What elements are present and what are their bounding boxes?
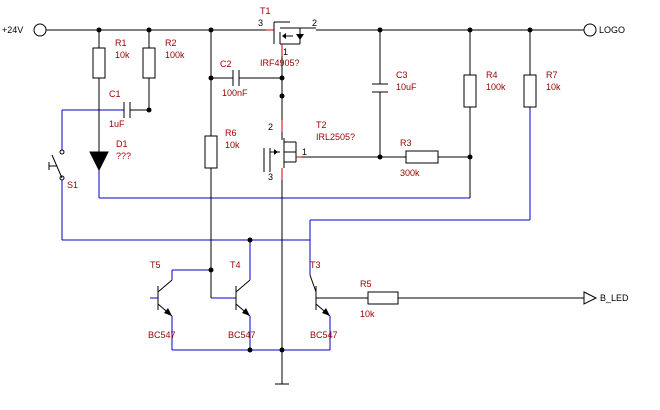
r7-ref: R7 [546, 70, 558, 80]
c1-value: 1uF [109, 119, 125, 129]
t1-pin-drain: 2 [312, 18, 317, 28]
junctions [96, 27, 533, 353]
transistor-t3: T3 BC547 [309, 260, 338, 340]
c2-value: 100nF [222, 88, 248, 98]
capacitor-c3: C3 10uF [372, 70, 417, 93]
resistor-r2: R2 100k [142, 38, 185, 79]
t5-value: BC547 [148, 330, 176, 340]
t3-value: BC547 [310, 330, 338, 340]
terminal-logo: LOGO [583, 23, 625, 37]
terminal-supply: +24V [2, 23, 47, 37]
transistor-t5: T5 BC547 [148, 260, 176, 340]
c3-value: 10uF [396, 82, 417, 92]
r5-ref: R5 [360, 279, 372, 289]
c1-ref: C1 [109, 89, 121, 99]
r2-ref: R2 [165, 38, 177, 48]
r4-ref: R4 [486, 70, 498, 80]
terminal-led: B_LED [583, 291, 629, 305]
switch-s1: S1 [48, 149, 78, 190]
t5-ref: T5 [150, 260, 161, 270]
resistor-r6: R6 10k [204, 128, 240, 169]
t4-value: BC547 [228, 330, 256, 340]
c2-ref: C2 [220, 59, 232, 69]
resistor-r7: R7 10k [523, 70, 561, 108]
d1-ref: D1 [116, 139, 128, 149]
r1-ref: R1 [115, 38, 127, 48]
t2-pin-gate: 1 [302, 147, 307, 157]
d1-value: ??? [116, 151, 131, 161]
t2-value: IRL2505? [316, 132, 355, 142]
terminal-logo-label: LOGO [599, 25, 625, 35]
t2-ref: T2 [316, 120, 327, 130]
resistor-r3: R3 300k [400, 138, 439, 178]
terminal-led-label: B_LED [600, 293, 629, 303]
t4-ref: T4 [230, 260, 241, 270]
mosfet-t2: 2 1 3 T2 IRL2505? [263, 120, 355, 182]
diode-d1: D1 ??? [89, 139, 131, 172]
transistor-t4: T4 BC547 [228, 260, 256, 340]
resistor-r4: R4 100k [463, 70, 506, 108]
capacitor-c2: C2 100nF [220, 59, 248, 98]
r3-value: 300k [400, 168, 420, 178]
mosfet-t1: 3 2 1 T1 IRF4905? [258, 6, 317, 68]
r1-value: 10k [115, 50, 130, 60]
t1-value: IRF4905? [260, 58, 300, 68]
t2-pin-source: 3 [268, 172, 273, 182]
t1-pin-gate: 1 [283, 47, 288, 57]
t1-pin-source: 3 [258, 18, 263, 28]
c3-ref: C3 [396, 70, 408, 80]
capacitor-c1: C1 1uF [109, 89, 131, 129]
r3-ref: R3 [400, 138, 412, 148]
r6-value: 10k [225, 140, 240, 150]
r7-value: 10k [546, 82, 561, 92]
r6-ref: R6 [225, 128, 237, 138]
resistor-r5: R5 10k [360, 279, 399, 319]
r4-value: 100k [486, 82, 506, 92]
r5-value: 10k [360, 309, 375, 319]
s1-ref: S1 [67, 180, 78, 190]
t3-ref: T3 [310, 260, 321, 270]
wires [46, 29, 584, 384]
r2-value: 100k [165, 50, 185, 60]
terminal-supply-label: +24V [2, 25, 23, 35]
t1-ref: T1 [260, 6, 271, 16]
t2-pin-drain: 2 [268, 122, 273, 132]
resistor-r1: R1 10k [92, 38, 130, 79]
